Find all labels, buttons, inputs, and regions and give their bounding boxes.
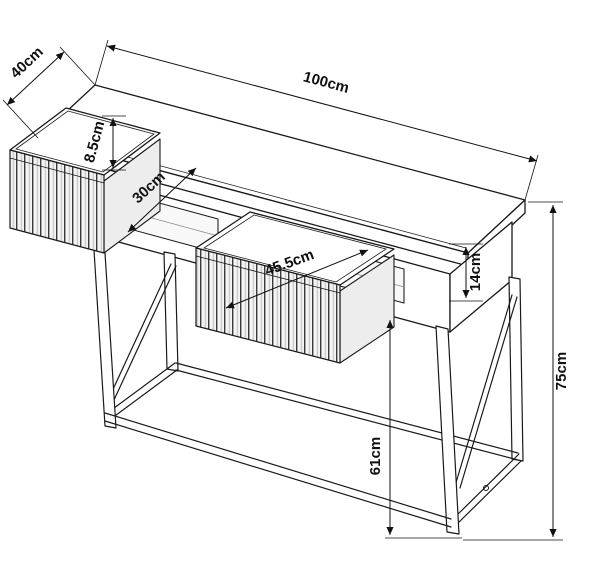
brace-left bbox=[113, 265, 177, 401]
dimension-line-depth bbox=[6, 51, 65, 106]
dim-label-total-height: 75cm bbox=[553, 352, 570, 390]
drawer-1-front-lip bbox=[9, 157, 105, 184]
dim-label-apron-height: 14cm bbox=[467, 253, 484, 291]
stretcher-left bbox=[105, 362, 176, 415]
dimension-line-drawer-width bbox=[225, 249, 369, 309]
leg-back-right bbox=[508, 276, 524, 462]
extension-line bbox=[94, 39, 109, 86]
legs-and-frame bbox=[92, 233, 524, 535]
extension-line bbox=[2, 99, 39, 139]
leg-front-right bbox=[435, 325, 460, 535]
dim-label-leg-height: 61cm bbox=[367, 437, 384, 475]
dim-label-width: 100cm bbox=[301, 68, 351, 97]
brace-left bbox=[108, 263, 172, 399]
leg-front-left bbox=[92, 233, 117, 429]
stretcher-right bbox=[451, 453, 520, 521]
brace-right bbox=[454, 294, 513, 487]
extension-line bbox=[524, 154, 539, 201]
dimension-line-drawer-depth bbox=[127, 167, 197, 233]
leg-back-left bbox=[163, 251, 179, 372]
extension-line bbox=[59, 46, 96, 86]
drawer-1-front bbox=[9, 149, 105, 254]
stretcher-right bbox=[453, 460, 522, 528]
dimension-leg-height: 61cm bbox=[367, 320, 462, 539]
screw-detail bbox=[483, 485, 489, 491]
dimension-line-width bbox=[106, 44, 538, 163]
stretcher-back bbox=[175, 369, 519, 461]
stretcher-front bbox=[104, 420, 452, 528]
dimension-apron-height: 14cm bbox=[449, 243, 484, 302]
dimension-total-height: 75cm bbox=[463, 201, 570, 541]
stretcher-left bbox=[107, 369, 178, 422]
brace-right bbox=[459, 296, 518, 489]
stretcher-back bbox=[175, 362, 519, 454]
dim-label-depth: 40cm bbox=[7, 43, 47, 82]
